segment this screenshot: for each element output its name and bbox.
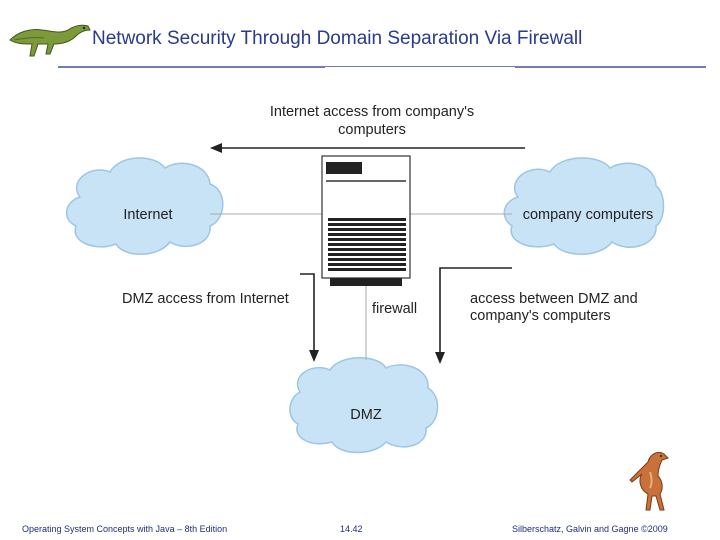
between-arrowhead-down [435, 352, 445, 364]
dmz-access-label: DMZ access from Internet [122, 291, 289, 307]
network-diagram: Internet access from company's computers… [60, 92, 665, 482]
between-label-line2: company's computers [470, 308, 611, 324]
dmz-label: DMZ [350, 407, 382, 423]
internet-label: Internet [123, 207, 172, 223]
firewall-label: firewall [372, 301, 417, 317]
dmz-access-arrow-line [300, 273, 315, 354]
between-label-line1: access between DMZ and [470, 291, 638, 307]
firewall-server-icon [321, 155, 411, 286]
top-label-line2: computers [338, 122, 406, 138]
top-label-line1: Internet access from company's [270, 104, 474, 120]
footer-left: Operating System Concepts with Java – 8t… [22, 524, 228, 534]
company-computers-cloud [503, 157, 665, 255]
dmz-access-arrowhead [309, 350, 319, 362]
internet-access-arrowhead [210, 143, 222, 153]
company-computers-label: company computers [523, 207, 654, 223]
footer-page-number: 14.42 [340, 524, 363, 534]
dmz-cloud [289, 357, 439, 454]
internet-cloud [66, 157, 224, 255]
between-arrow-line [439, 267, 512, 356]
title-divider-gap [325, 67, 515, 70]
slide-title: Network Security Through Domain Separati… [92, 28, 583, 49]
footer-right: Silberschatz, Galvin and Gagne ©2009 [512, 524, 668, 534]
dinosaur-mascot-icon [629, 451, 669, 511]
dinosaur-logo-icon [9, 24, 91, 57]
